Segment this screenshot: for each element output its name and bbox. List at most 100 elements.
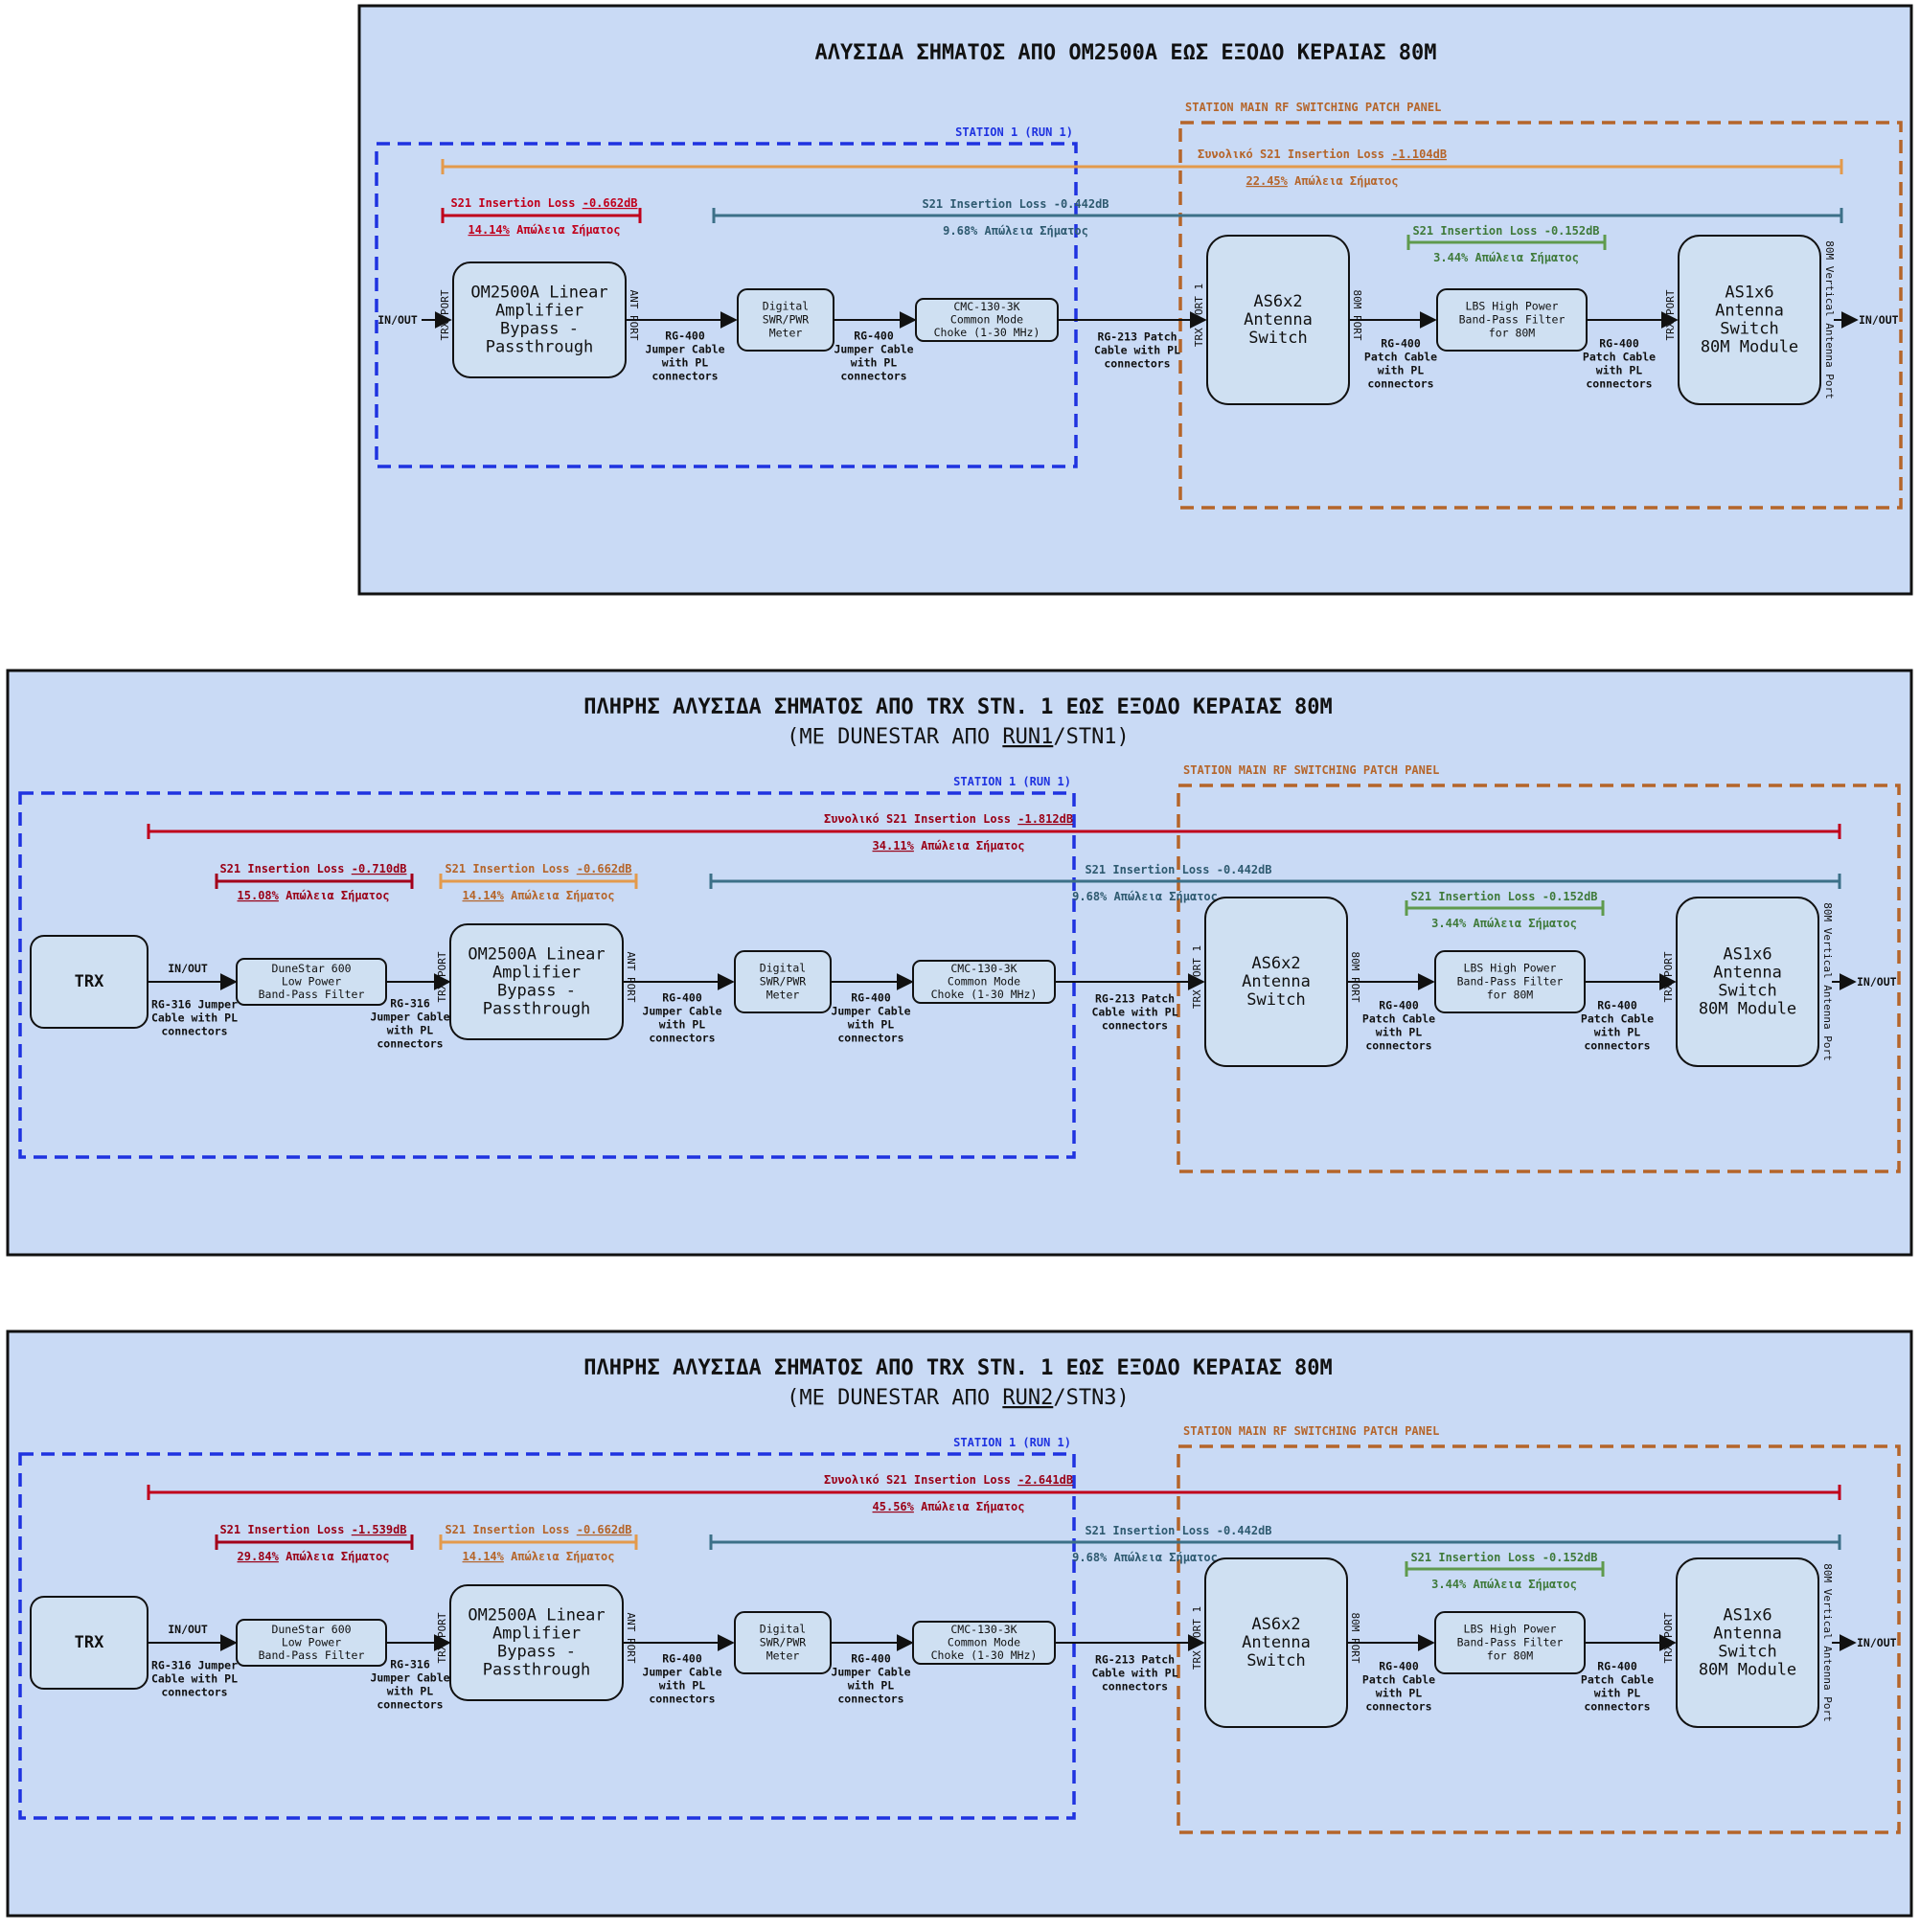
swr-meter-box-label-line: Digital [760, 962, 806, 975]
total-loss-label-text: Συνολικό S21 Insertion Loss [824, 1473, 1017, 1487]
cable-rg400-as6x2-lbs-line: Patch Cable [1362, 1673, 1435, 1687]
as6x2-80m-port-label: 80M PORT [1351, 290, 1363, 341]
trx-box-label-line: TRX [75, 972, 104, 991]
om-ant-port-label: ANT PORT [625, 1613, 637, 1664]
om-loss-pct-label: Απώλεια Σήματος [504, 1550, 615, 1563]
subtitle-prefix: (ΜΕ DUNESTAR ΑΠΟ [787, 725, 1002, 749]
as1x6-trx-port-label: TRX PORT [1662, 951, 1675, 1002]
lbs-filter-box-label-line: for 80M [1489, 327, 1536, 340]
cable-rg400-swr-cmc-line: connectors [837, 1032, 903, 1045]
om-loss-bracket [439, 874, 638, 889]
total-loss-pct-value: 45.56% [873, 1500, 915, 1513]
cable-rg400-swr-cmc-line: with PL [848, 1018, 895, 1032]
om-loss-label-text: S21 Insertion Loss [445, 1523, 576, 1536]
om-loss-pct: 14.14% Απώλεια Σήματος [463, 1550, 615, 1563]
as6x2-switch-box-label-line: Antenna [1242, 972, 1311, 991]
cable-rg316-trx-line: RG-316 Jumper [151, 1659, 238, 1672]
cable-loss-value: S21 Insertion Loss -0.442dB [922, 197, 1109, 211]
as1x6-switch-box-label-line: AS1x6 [1725, 284, 1773, 303]
cable-rg400-om-swr-line: RG-400 [662, 991, 702, 1005]
om-loss-bracket [439, 1534, 638, 1550]
om-ant-port-label: ANT PORT [628, 290, 640, 341]
om2500a-box-label-line: Bypass - [500, 320, 579, 339]
as1x6-switch-box-label-line: Antenna [1713, 964, 1782, 983]
station-label: STATION 1 (RUN 1) [953, 1436, 1071, 1449]
cable-rg400-swr-cmc-line: Jumper Cable [831, 1666, 910, 1679]
lbs-filter-box-label-line: for 80M [1487, 989, 1534, 1002]
cable-rg400-om-swr-line: Jumper Cable [642, 1666, 721, 1679]
total-loss-bracket [147, 1485, 1841, 1500]
cable-rg316-om-line: RG-316 [390, 997, 430, 1011]
lbs-filter-box-label-line: for 80M [1487, 1649, 1534, 1663]
lbs-filter-box-label-line: Band-Pass Filter [1457, 975, 1564, 989]
cable-rg400-swr-cmc-line: with PL [851, 356, 898, 370]
om-loss-pct-label: Απώλεια Σήματος [504, 889, 615, 902]
lbs-loss-pct: 3.44% Απώλεια Σήματος [1431, 1578, 1577, 1591]
cable-rg213-line: connectors [1102, 1680, 1168, 1693]
total-loss-label-text: Συνολικό S21 Insertion Loss [824, 812, 1017, 826]
dunestar-loss-value: S21 Insertion Loss -0.710dB [219, 862, 406, 875]
lbs-loss-value: S21 Insertion Loss -0.152dB [1410, 890, 1597, 903]
swr-meter-box-label-line: Digital [763, 300, 809, 313]
cable-rg400-lbs-as1x6-line: with PL [1596, 364, 1643, 377]
io-label-in: IN/OUT [168, 1623, 208, 1636]
patch-panel-boundary [1178, 121, 1903, 510]
dunestar-loss-pct: 29.84% Απώλεια Σήματος [238, 1550, 390, 1563]
lbs-loss-value: S21 Insertion Loss -0.152dB [1410, 1551, 1597, 1564]
dunestar-loss-bracket [215, 874, 414, 889]
om-ant-port-label: ANT PORT [625, 952, 637, 1003]
station-1-boundary [375, 142, 1078, 468]
total-loss-pct: 34.11% Απώλεια Σήματος [873, 839, 1025, 852]
io-label-out: IN/OUT [1857, 1636, 1897, 1649]
as1x6-switch-box-label-line: 80M Module [1699, 1000, 1796, 1019]
cable-loss-bracket [709, 1534, 1841, 1550]
dunestar-loss-bracket [215, 1534, 414, 1550]
total-loss-db: -1.104dB [1391, 148, 1447, 161]
om2500a-box-label-line: Bypass - [497, 1643, 576, 1662]
dunestar-loss-pct-value: 29.84% [238, 1550, 280, 1563]
cable-rg213-line: RG-213 Patch [1097, 330, 1177, 344]
om-loss-label-text: S21 Insertion Loss [450, 196, 582, 210]
dunestar-filter-box-label-line: Low Power [282, 1636, 341, 1649]
as6x2-80m-port-label: 80M PORT [1349, 952, 1361, 1003]
total-loss-value: Συνολικό S21 Insertion Loss -1.812dB [824, 812, 1073, 826]
panel-trx-chain-1: ΠΛΗΡΗΣ ΑΛΥΣΙΔΑ ΣΗΜΑΤΟΣ ΑΠΟ TRX STN. 1 ΕΩ… [6, 669, 1913, 1257]
cable-rg213-line: connectors [1102, 1019, 1168, 1033]
cable-rg316-trx-line: connectors [161, 1686, 227, 1699]
om-loss-pct-value: 14.14% [469, 223, 511, 237]
cable-loss-pct: 9.68% Απώλεια Σήματος [943, 224, 1088, 238]
cable-rg400-lbs-as1x6-line: with PL [1594, 1026, 1641, 1039]
cable-rg400-lbs-as1x6-line: Patch Cable [1583, 351, 1656, 364]
cable-rg400-lbs-as1x6-line: RG-400 [1597, 999, 1637, 1012]
om-loss-pct-value: 14.14% [463, 889, 505, 902]
station-1-boundary [18, 1452, 1076, 1820]
om-trx-port-label: TRX PORT [439, 289, 451, 340]
subtitle-prefix: (ΜΕ DUNESTAR ΑΠΟ [787, 1386, 1002, 1410]
patch-panel-label: STATION MAIN RF SWITCHING PATCH PANEL [1185, 101, 1441, 114]
om-loss-db: -0.662dB [577, 1523, 632, 1536]
dunestar-loss-pct-value: 15.08% [238, 889, 280, 902]
cable-loss-pct: 9.68% Απώλεια Σήματος [1072, 1551, 1218, 1564]
total-loss-db: -1.812dB [1017, 812, 1073, 826]
station-label: STATION 1 (RUN 1) [953, 775, 1071, 788]
cmc-choke-box-label-line: Choke (1-30 MHz) [931, 1648, 1038, 1662]
as6x2-switch-box-label-line: Antenna [1242, 1633, 1311, 1652]
